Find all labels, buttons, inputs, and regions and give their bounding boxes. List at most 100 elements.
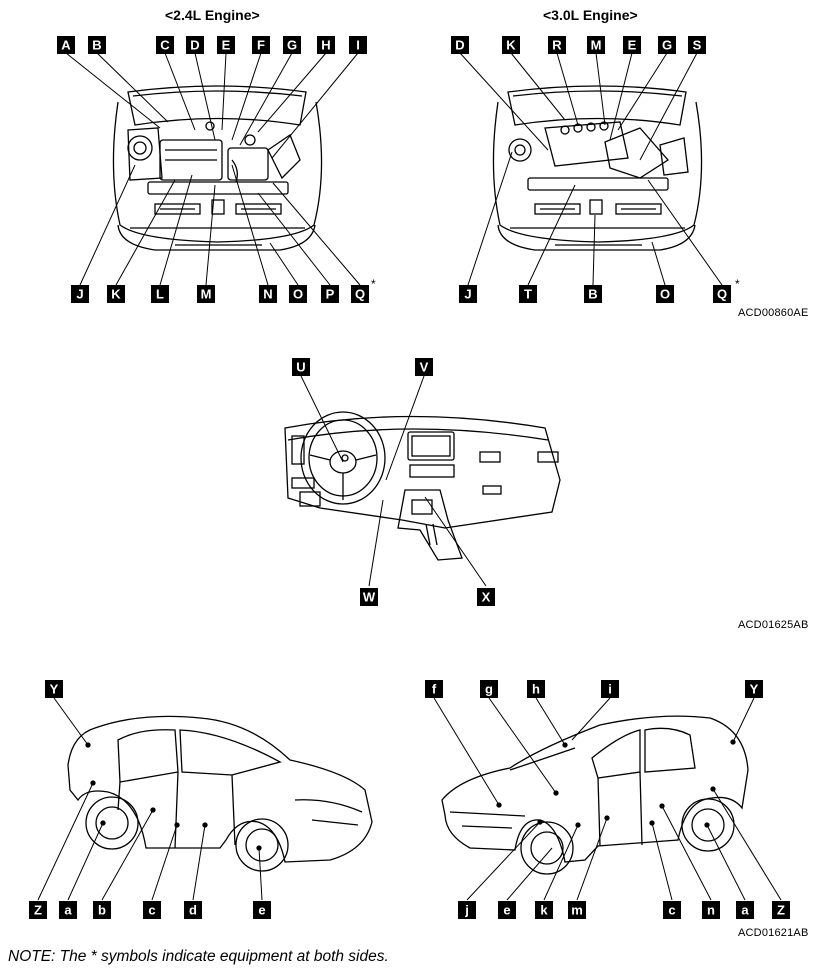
label-rear_bottom-7: Z (777, 903, 785, 918)
footnote: NOTE: The * symbols indicate equipment a… (8, 948, 389, 965)
label-eng30_top-5: G (662, 38, 672, 53)
label-box-eng30_bottom-4 (713, 285, 731, 303)
front-side-vehicle-illustration (67, 715, 373, 872)
label-box-eng30_bottom-1 (519, 285, 537, 303)
label-rear_bottom-0: j (464, 903, 469, 918)
label-box-rear_bottom-1 (498, 901, 516, 919)
label-box-front_bottom-1 (59, 901, 77, 919)
label-box-eng24_top-4 (217, 36, 235, 54)
label-eng24_bottom-1: K (111, 287, 121, 302)
engine-30-illustration (492, 85, 703, 251)
label-front_bottom-0: Z (34, 903, 42, 918)
label-eng30_top-1: K (506, 38, 516, 53)
cockpit-illustration (284, 411, 561, 561)
label-box-eng24_top-0 (57, 36, 75, 54)
label-box-cockpit_bottom-1 (477, 588, 495, 606)
label-box-front_bottom-2 (93, 901, 111, 919)
label-eng24_top-7: H (321, 38, 330, 53)
label-eng24_top-5: F (257, 38, 265, 53)
label-box-front_bottom-0 (29, 901, 47, 919)
label-box-eng30_top-0 (451, 36, 469, 54)
label-box-cockpit_bottom-0 (360, 588, 378, 606)
label-box-eng30_top-5 (658, 36, 676, 54)
label-box-eng30_top-2 (548, 36, 566, 54)
label-eng30_bottom-4: Q (717, 287, 727, 302)
label-box-eng24_bottom-5 (289, 285, 307, 303)
label-box-front_top-0 (45, 680, 63, 698)
label-eng30_bottom-0: J (464, 287, 471, 302)
label-box-eng24_top-2 (156, 36, 174, 54)
label-box-front_bottom-4 (184, 901, 202, 919)
label-rear_bottom-1: e (503, 903, 510, 918)
label-box-eng24_top-7 (317, 36, 335, 54)
label-eng24_bottom-2: L (156, 287, 164, 302)
label-box-eng24_top-3 (186, 36, 204, 54)
label-eng24_top-3: D (190, 38, 199, 53)
label-eng30_bottom-1: T (524, 287, 532, 302)
label-box-rear_top-0 (425, 680, 443, 698)
label-eng30_top-0: D (455, 38, 464, 53)
label-cockpit_top-1: V (420, 360, 429, 375)
label-eng24_top-8: I (356, 38, 360, 53)
label-box-rear_bottom-2 (535, 901, 553, 919)
label-box-eng30_bottom-0 (459, 285, 477, 303)
label-box-eng24_bottom-1 (107, 285, 125, 303)
label-rear_bottom-4: c (668, 903, 675, 918)
label-cockpit_bottom-1: X (482, 590, 491, 605)
label-cockpit_top-0: U (296, 360, 305, 375)
label-box-front_bottom-5 (253, 901, 271, 919)
label-box-eng24_bottom-4 (259, 285, 277, 303)
label-rear_bottom-6: a (741, 903, 749, 918)
label-box-eng24_bottom-7 (351, 285, 369, 303)
label-rear_top-0: f (432, 682, 437, 697)
label-box-eng24_top-5 (252, 36, 270, 54)
label-box-rear_bottom-0 (458, 901, 476, 919)
label-front_bottom-1: a (64, 903, 72, 918)
label-box-front_bottom-3 (143, 901, 161, 919)
label-box-eng24_bottom-3 (197, 285, 215, 303)
label-box-rear_top-4 (745, 680, 763, 698)
label-front_bottom-5: e (258, 903, 265, 918)
label-front_bottom-3: c (148, 903, 155, 918)
label-eng24_top-6: G (287, 38, 297, 53)
label-eng30_top-2: R (552, 38, 562, 53)
label-rear_top-3: i (608, 682, 612, 697)
label-box-eng30_bottom-3 (656, 285, 674, 303)
label-front_bottom-2: b (98, 903, 106, 918)
label-cockpit_bottom-0: W (363, 590, 376, 605)
label-eng24_bottom-0: J (76, 287, 83, 302)
asterisk-2-4: * (371, 277, 376, 291)
engine-30-title: <3.0L Engine> (543, 7, 638, 23)
figure-code-engine: ACD00860AE (738, 307, 809, 319)
engine-24-title: <2.4L Engine> (165, 7, 260, 23)
label-box-eng30_top-4 (623, 36, 641, 54)
rear-side-vehicle-illustration (441, 715, 749, 875)
label-box-rear_top-1 (480, 680, 498, 698)
label-box-eng30_top-3 (587, 36, 605, 54)
label-eng24_top-4: E (222, 38, 231, 53)
label-eng24_bottom-7: Q (355, 287, 365, 302)
label-box-eng24_top-8 (349, 36, 367, 54)
label-eng24_bottom-4: N (263, 287, 272, 302)
label-rear_top-1: g (485, 682, 493, 697)
figure-code-body: ACD01621AB (738, 927, 809, 939)
label-front_bottom-4: d (189, 903, 197, 918)
label-box-eng24_bottom-6 (321, 285, 339, 303)
label-box-rear_top-3 (601, 680, 619, 698)
label-eng30_top-6: S (693, 38, 702, 53)
figure-code-cockpit: ACD01625AB (738, 619, 809, 631)
label-front_top-0: Y (50, 682, 59, 697)
label-box-eng24_bottom-0 (71, 285, 89, 303)
label-box-eng30_bottom-2 (584, 285, 602, 303)
label-box-eng24_bottom-2 (151, 285, 169, 303)
label-box-eng30_top-1 (502, 36, 520, 54)
label-rear_bottom-5: n (707, 903, 715, 918)
label-rear_bottom-3: m (571, 903, 583, 918)
label-box-rear_bottom-4 (663, 901, 681, 919)
label-box-eng30_top-6 (688, 36, 706, 54)
label-box-rear_top-2 (527, 680, 545, 698)
label-box-eng24_top-1 (88, 36, 106, 54)
label-eng30_bottom-3: O (660, 287, 670, 302)
